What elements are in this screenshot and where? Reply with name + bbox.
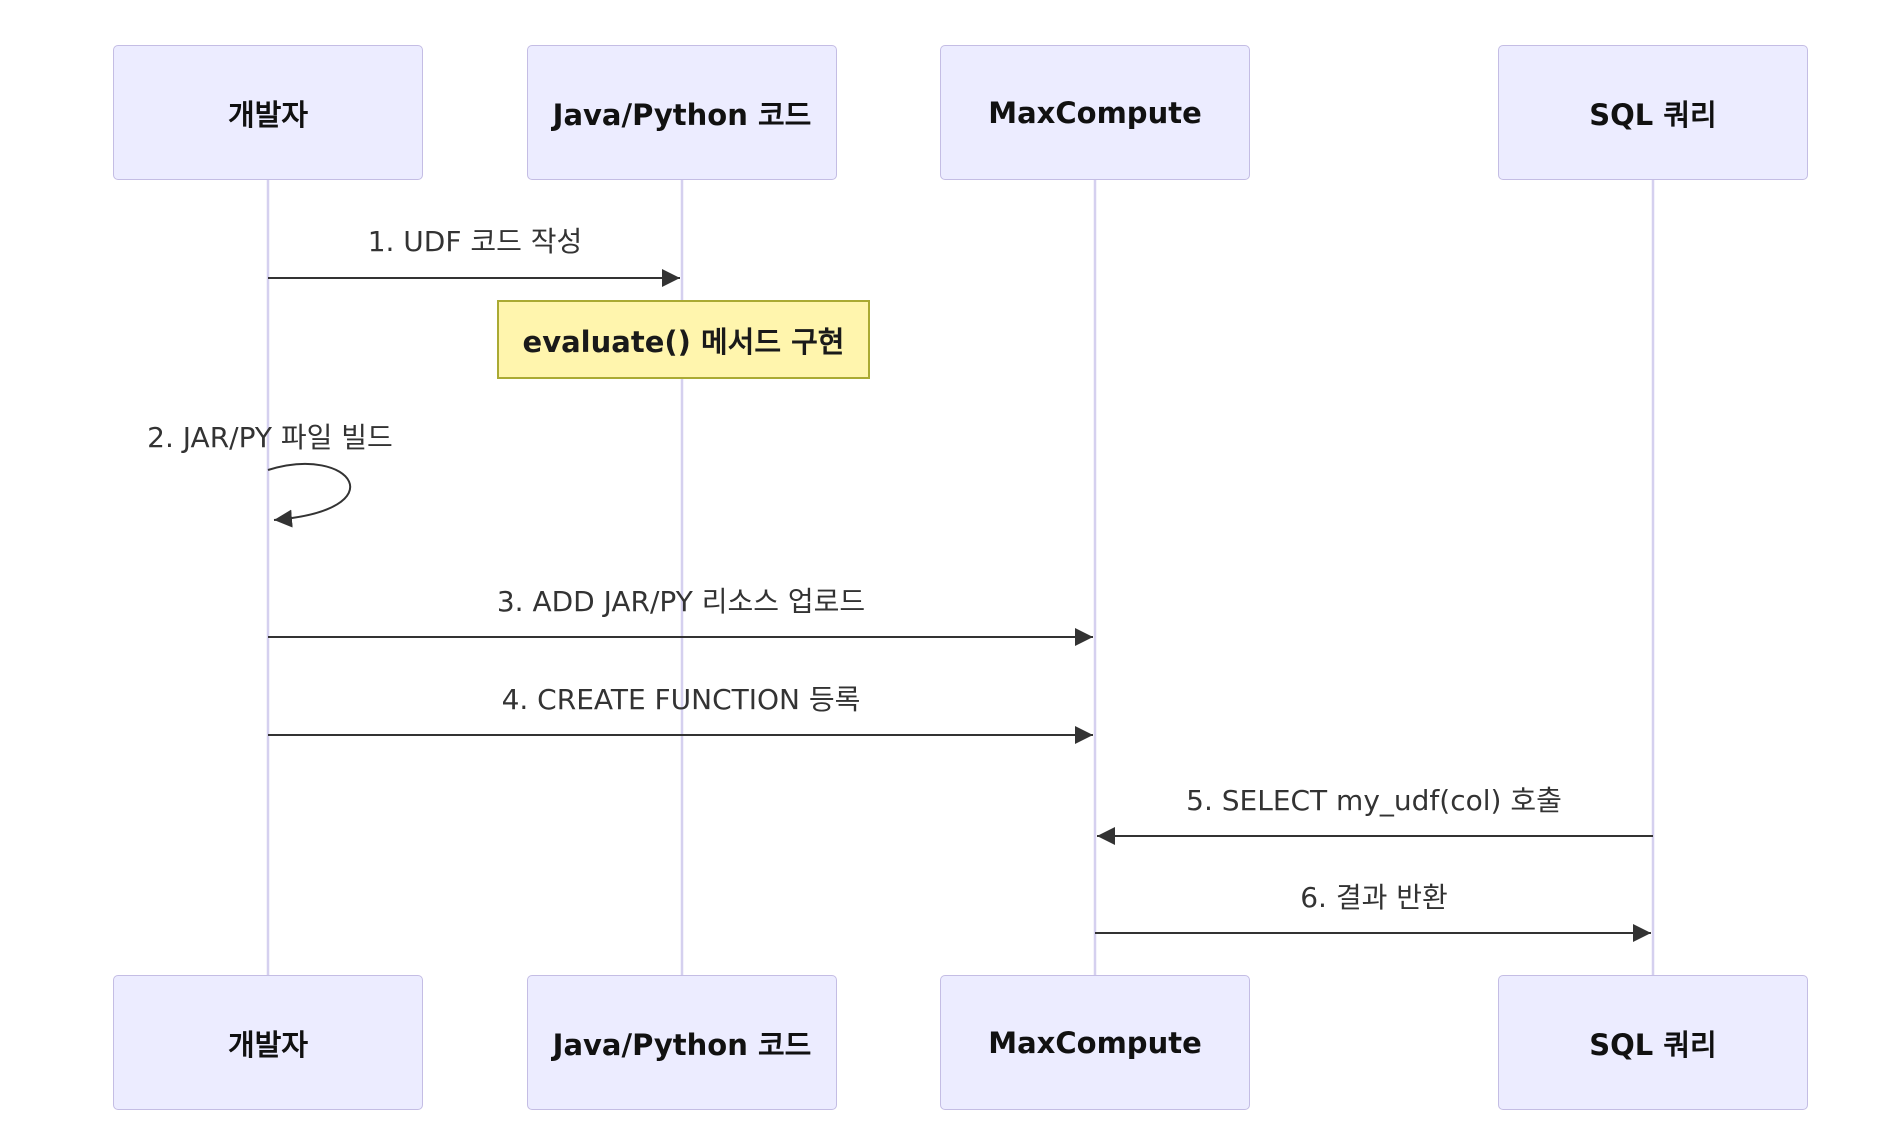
message-label-3: 3. ADD JAR/PY 리소스 업로드 (496, 585, 866, 618)
actor-box-maxcompute-bottom: MaxCompute (940, 975, 1250, 1110)
message-label-5: 5. SELECT my_udf(col) 호출 (1186, 784, 1562, 817)
message-label-6: 6. 결과 반환 (1300, 881, 1448, 914)
actor-box-maxcompute-top: MaxCompute (940, 45, 1250, 180)
actor-label-sqlquery: SQL 쿼리 (1589, 97, 1717, 132)
message-label-2: 2. JAR/PY 파일 빌드 (147, 421, 393, 454)
message-arrow-2-self-loop (267, 462, 352, 528)
actor-label-developer: 개발자 (227, 97, 309, 132)
actor-label-maxcompute-bottom: MaxCompute (988, 1025, 1202, 1060)
actor-box-code-top: Java/Python 코드 (527, 45, 837, 180)
actor-box-developer-top: 개발자 (113, 45, 423, 180)
note-label: evaluate() 메서드 구현 (522, 324, 845, 359)
actor-box-sqlquery-bottom: SQL 쿼리 (1498, 975, 1808, 1110)
actor-label-developer-bottom: 개발자 (227, 1027, 309, 1062)
message-label-4: 4. CREATE FUNCTION 등록 (501, 683, 861, 716)
actor-box-sqlquery-top: SQL 쿼리 (1498, 45, 1808, 180)
actor-label-code: Java/Python 코드 (552, 97, 812, 132)
actor-box-code-bottom: Java/Python 코드 (527, 975, 837, 1110)
message-label-1: 1. UDF 코드 작성 (367, 225, 583, 258)
actor-box-developer-bottom: 개발자 (113, 975, 423, 1110)
actor-label-sqlquery-bottom: SQL 쿼리 (1589, 1027, 1717, 1062)
note-box: evaluate() 메서드 구현 (497, 300, 870, 379)
actor-label-maxcompute: MaxCompute (988, 95, 1202, 130)
actor-label-code-bottom: Java/Python 코드 (552, 1027, 812, 1062)
